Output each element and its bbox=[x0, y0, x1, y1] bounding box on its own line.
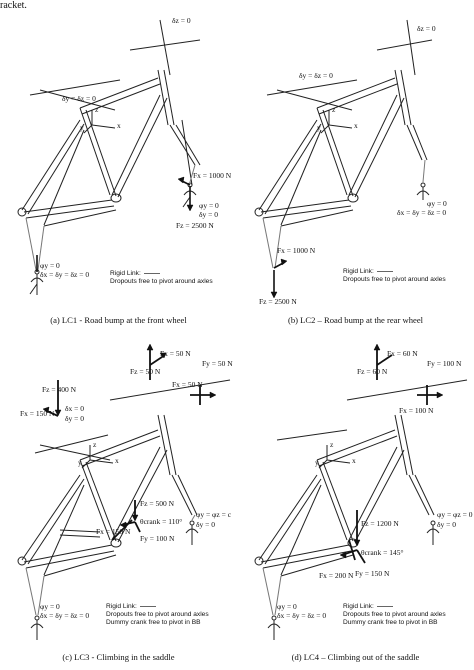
force-fx-top: Fx = 60 N bbox=[387, 349, 418, 358]
note-line-2: Dropouts free to pivot around axles bbox=[343, 276, 446, 284]
theta-crank: θcrank = 145° bbox=[361, 548, 404, 557]
force-fx-label: Fx = 1000 N bbox=[193, 171, 232, 180]
bc-front-line2: δy = 0 bbox=[199, 210, 219, 219]
legend-note: Rigid Link: Dropouts free to pivot aroun… bbox=[343, 603, 446, 628]
bc-rear-line2: δx = δy = δz = 0 bbox=[40, 270, 90, 279]
bc-front-line1: φy = φz = c bbox=[196, 510, 232, 519]
seat-bc-line1: δx = 0 bbox=[65, 404, 85, 413]
bc-steer-label: δy = δz = 0 bbox=[62, 94, 96, 103]
force-fz-seat: Fz = 400 N bbox=[42, 385, 77, 394]
force-fz-top: Fz = 50 N bbox=[130, 367, 161, 376]
axis-x-label: x bbox=[354, 121, 358, 130]
panel-lc3: Fx = 50 N Fz = 50 N Fy = 50 N Fx = 50 N … bbox=[0, 335, 237, 670]
axis-y-label: y bbox=[78, 458, 82, 467]
force-fx-crank: Fx = 200 N bbox=[319, 571, 354, 580]
rigid-link-label: Rigid Link: bbox=[343, 603, 374, 610]
force-fx-right: Fx = 50 N bbox=[172, 380, 203, 389]
axis-z-label: z bbox=[332, 105, 336, 114]
rigid-link-label: Rigid Link: bbox=[106, 603, 137, 610]
bc-rear-line2: δx = δy = δz = 0 bbox=[277, 611, 327, 620]
rigid-link-swatch bbox=[143, 272, 160, 274]
axis-y-label: y bbox=[315, 458, 319, 467]
force-fx-top: Fx = 50 N bbox=[160, 349, 191, 358]
axis-z-label: z bbox=[93, 440, 97, 449]
force-fz-label: Fz = 2500 N bbox=[176, 221, 214, 230]
bc-front-line1: φy = 0 bbox=[427, 199, 447, 208]
note-line-2: Dropouts free to pivot around axles bbox=[343, 611, 446, 619]
axis-z-label: z bbox=[330, 440, 334, 449]
note-line-2: Dropouts free to pivot around axles bbox=[106, 611, 209, 619]
frame-diagram-lc4 bbox=[254, 343, 468, 640]
note-line-3: Dummy crank free to pivot in BB bbox=[343, 619, 438, 627]
panel-caption: (c) LC3 - Climbing in the saddle bbox=[62, 652, 175, 662]
bc-rear-line2: δx = δy = δz = 0 bbox=[40, 611, 90, 620]
theta-crank: θcrank = 110° bbox=[140, 517, 183, 526]
bc-top-label: δz = 0 bbox=[417, 24, 436, 33]
force-fx-label: Fx = 1000 N bbox=[277, 246, 316, 255]
force-fz-top: Fz = 60 N bbox=[357, 367, 388, 376]
axis-z-label: z bbox=[95, 105, 99, 114]
rigid-link-label: Rigid Link: bbox=[110, 270, 141, 277]
force-fz-label: Fz = 2500 N bbox=[259, 297, 297, 306]
panel-caption: (a) LC1 - Road bump at the front wheel bbox=[50, 315, 187, 325]
force-fy-crank: Fy = 100 N bbox=[140, 534, 175, 543]
bc-top-label: δz = 0 bbox=[172, 16, 191, 25]
bc-rear-line1: φy = 0 bbox=[277, 602, 297, 611]
legend-note: Rigid Link: Dropouts free to pivot aroun… bbox=[106, 603, 209, 628]
bc-rear-line1: φy = 0 bbox=[40, 261, 60, 270]
force-fy-top: Fy = 50 N bbox=[202, 359, 233, 368]
frame-diagram-lc1 bbox=[17, 19, 201, 295]
page-fragment-text: racket. bbox=[0, 0, 27, 11]
force-fx-right: Fx = 100 N bbox=[399, 406, 434, 415]
legend-note: Rigid Link: Dropouts free to pivot aroun… bbox=[343, 268, 446, 284]
frame-diagram-lc2 bbox=[254, 19, 433, 299]
panel-lc1: δz = 0 δy = δz = 0 z x y Fx = 1000 N φy … bbox=[0, 0, 237, 335]
rigid-link-label: Rigid Link: bbox=[343, 268, 374, 275]
legend-note: Rigid Link: Dropouts free to pivot aroun… bbox=[110, 270, 213, 286]
bc-front-line1: φy = φz = 0 bbox=[437, 510, 473, 519]
bc-front-line1: φy = 0 bbox=[199, 201, 219, 210]
axis-y-label: y bbox=[80, 123, 84, 132]
bc-rear-line1: φy = 0 bbox=[40, 602, 60, 611]
axis-y-label: y bbox=[317, 123, 321, 132]
force-fy-top: Fy = 100 N bbox=[427, 359, 462, 368]
bc-steer-label: δy = δz = 0 bbox=[299, 71, 333, 80]
force-fx-seat: Fx = 150 N bbox=[20, 409, 55, 418]
frame-diagram-lc3 bbox=[17, 343, 231, 640]
bc-front-line2: δy = 0 bbox=[437, 520, 457, 529]
rigid-link-swatch bbox=[376, 270, 393, 272]
panel-caption: (d) LC4 – Climbing out of the saddle bbox=[291, 652, 420, 662]
panel-lc4: Fx = 60 N Fz = 60 N Fy = 100 N Fx = 100 … bbox=[237, 335, 474, 670]
note-line-2: Dropouts free to pivot around axles bbox=[110, 278, 213, 286]
force-fz-crank: Fz = 1200 N bbox=[361, 519, 399, 528]
rigid-link-swatch bbox=[376, 605, 393, 607]
axis-x-label: x bbox=[352, 456, 356, 465]
axis-x-label: x bbox=[115, 456, 119, 465]
axis-x-label: x bbox=[117, 121, 121, 130]
note-line-3: Dummy crank free to pivot in BB bbox=[106, 619, 201, 627]
seat-bc-line2: δy = 0 bbox=[65, 414, 85, 423]
rigid-link-swatch bbox=[139, 605, 156, 607]
force-fx-crank: Fx = 150 N bbox=[96, 527, 131, 536]
bc-front-line2: δy = 0 bbox=[196, 520, 216, 529]
panel-caption: (b) LC2 – Road bump at the rear wheel bbox=[287, 315, 424, 325]
force-fz-crank: Fz = 500 N bbox=[140, 499, 175, 508]
panel-lc2: δz = 0 δy = δz = 0 z x y φy = 0 δx = δy … bbox=[237, 0, 474, 335]
bc-front-line2: δx = δy = δz = 0 bbox=[397, 208, 447, 217]
force-fy-crank: Fy = 150 N bbox=[355, 569, 390, 578]
